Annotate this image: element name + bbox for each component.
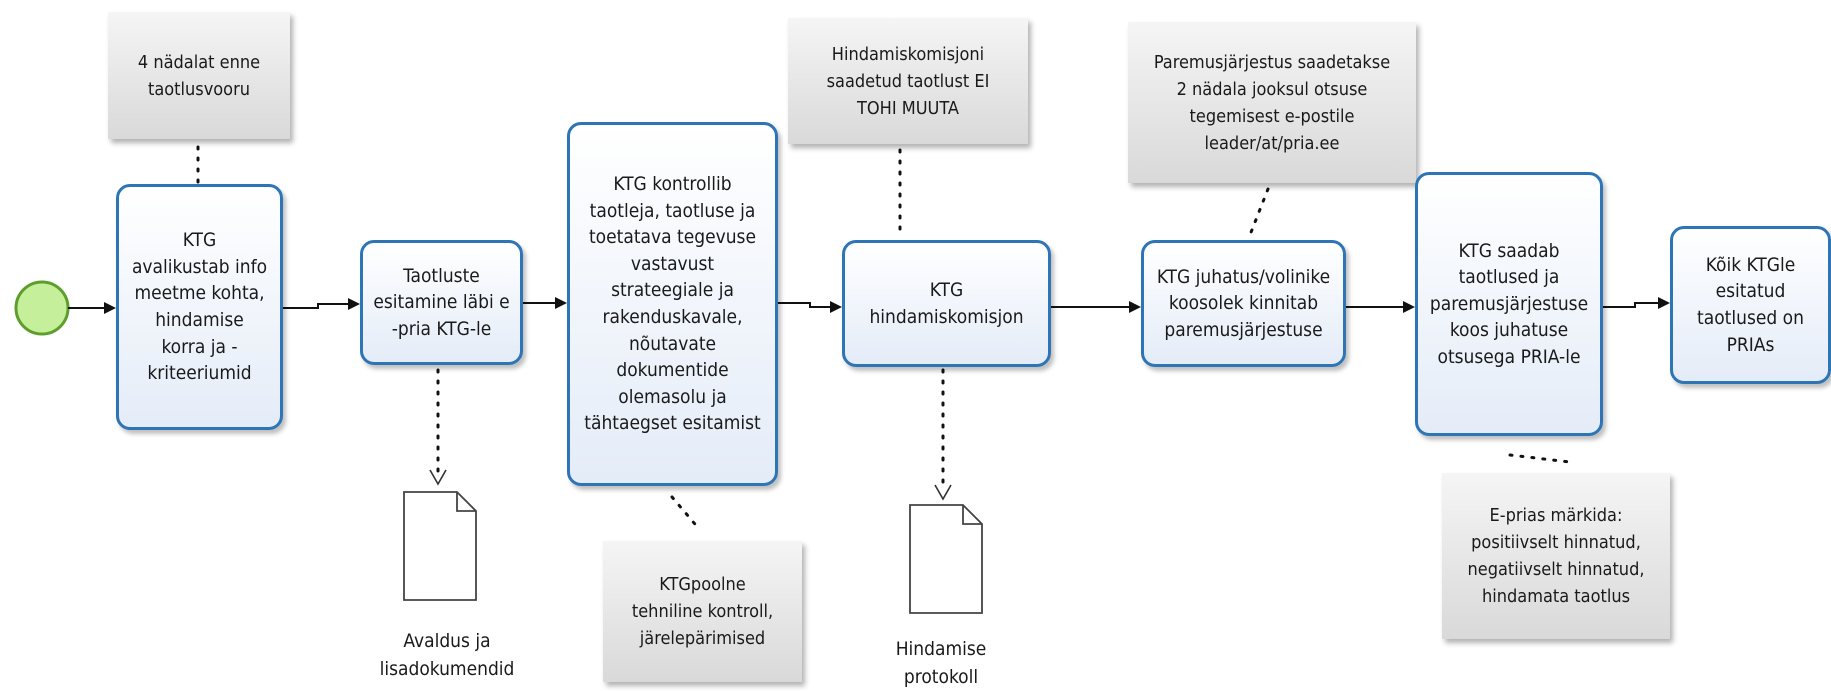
- task-label: Taotluste esitamine läbi e -pria KTG-le: [373, 264, 510, 340]
- document-icon: [909, 504, 983, 614]
- doc-label-application: Avaldus ja lisadokumendid: [372, 628, 522, 683]
- task-label: KTG avalikustab info meetme kohta, hinda…: [131, 229, 268, 385]
- note-ranking-sent: Paremusjärjestus saadetakse 2 nädala joo…: [1128, 22, 1416, 183]
- task-label: Kõik KTGle esitatud taotlused on PRIAs: [1697, 253, 1804, 356]
- task-label: KTG hindamiskomisjon: [869, 278, 1024, 328]
- note-text: Paremusjärjestus saadetakse 2 nädala joo…: [1153, 51, 1391, 154]
- note-text: 4 nädalat enne taotlusvooru: [137, 51, 261, 100]
- assoc-ranking-sent: [1246, 187, 1270, 242]
- document-icon: [403, 491, 477, 601]
- note-text: E-prias märkida: positiivselt hinnatud, …: [1467, 505, 1645, 607]
- doc-arrowhead: [934, 484, 952, 501]
- flow-send-to-final: [1603, 297, 1670, 309]
- doc-label-text: Hindamise protokoll: [895, 638, 987, 688]
- doc-label-protocol: Hindamise protokoll: [876, 636, 1006, 691]
- task-ktg-control[interactable]: KTG kontrollib taotleja, taotluse ja toe…: [567, 122, 778, 486]
- task-submit-applications[interactable]: Taotluste esitamine läbi e -pria KTG-le: [360, 240, 523, 365]
- task-label: KTG saadab taotlused ja paremusjärjestus…: [1429, 239, 1589, 368]
- task-all-in-pria[interactable]: Kõik KTGle esitatud taotlused on PRIAs: [1670, 226, 1831, 384]
- doc-label-text: Avaldus ja lisadokumendid: [379, 630, 515, 680]
- note-eprias-mark: E-prias märkida: positiivselt hinnatud, …: [1442, 473, 1670, 639]
- note-technical-control: KTGpoolne tehniline kontroll, järelepäri…: [603, 541, 802, 682]
- assoc-technical-control: [670, 495, 702, 532]
- start-event: [14, 280, 70, 336]
- task-evaluation-committee[interactable]: KTG hindamiskomisjon: [842, 240, 1051, 367]
- note-four-weeks: 4 nädalat enne taotlusvooru: [108, 12, 290, 139]
- flow-control-to-committee: [778, 301, 842, 313]
- task-send-to-pria[interactable]: KTG saadab taotlused ja paremusjärjestus…: [1415, 172, 1603, 436]
- task-publish-info[interactable]: KTG avalikustab info meetme kohta, hinda…: [116, 184, 283, 430]
- note-text: KTGpoolne tehniline kontroll, järelepäri…: [631, 574, 774, 649]
- flow-publish-to-submit: [283, 298, 360, 310]
- task-board-approval[interactable]: KTG juhatus/volinike koosolek kinnitab p…: [1141, 240, 1346, 367]
- task-label: KTG juhatus/volinike koosolek kinnitab p…: [1156, 265, 1331, 341]
- task-label: KTG kontrollib taotleja, taotluse ja toe…: [584, 173, 761, 435]
- note-text: Hindamiskomisjoni saadetud taotlust EI T…: [826, 43, 990, 119]
- note-no-change: Hindamiskomisjoni saadetud taotlust EI T…: [788, 18, 1028, 144]
- assoc-eprias-mark: [1508, 453, 1572, 464]
- doc-arrowhead: [429, 469, 447, 486]
